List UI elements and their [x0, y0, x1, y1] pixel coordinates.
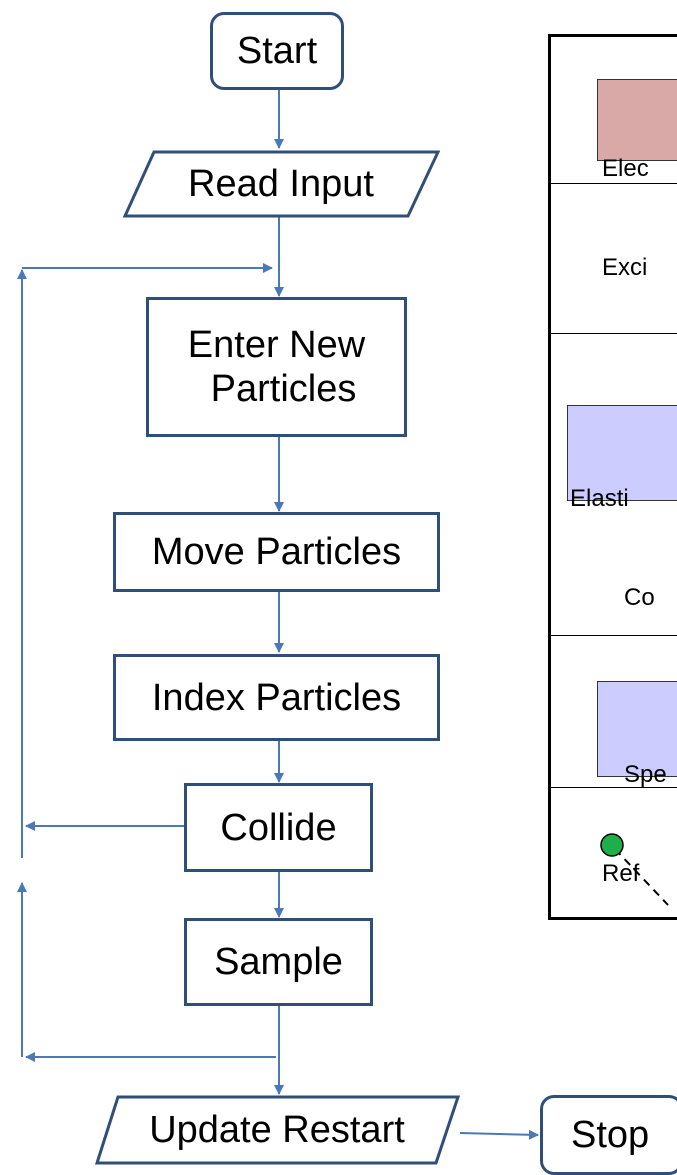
- particle-icon: [600, 833, 624, 857]
- stop-node[interactable]: Stop: [540, 1095, 677, 1175]
- electron-tag-line2: Exci: [602, 254, 648, 281]
- update-restart-node[interactable]: Update Restart: [94, 1095, 460, 1165]
- collide-node[interactable]: Collide: [184, 783, 373, 872]
- panel-divider: [551, 183, 677, 184]
- collide-label: Collide: [220, 806, 337, 849]
- panel-divider: [551, 333, 677, 334]
- electron-excitation-tag: Elec Exci: [597, 79, 677, 281]
- enter-new-particles-node[interactable]: Enter New Particles: [146, 297, 407, 437]
- read-input-node[interactable]: Read Input: [122, 150, 440, 218]
- particle-trajectory: [614, 848, 669, 906]
- move-particles-node[interactable]: Move Particles: [113, 512, 440, 592]
- enter-new-line2: Particles: [210, 368, 357, 410]
- elastic-tag-line2: Co: [624, 584, 655, 611]
- panel-divider: [551, 787, 677, 788]
- index-particles-node[interactable]: Index Particles: [113, 654, 440, 741]
- elastic-tag-line1: Elasti: [570, 485, 629, 512]
- sample-node[interactable]: Sample: [184, 918, 373, 1006]
- stop-label: Stop: [571, 1114, 650, 1156]
- sample-label: Sample: [214, 941, 343, 983]
- start-node[interactable]: Start: [210, 12, 344, 90]
- read-input-label: Read Input: [188, 162, 374, 205]
- move-particles-label: Move Particles: [151, 531, 402, 573]
- panel-divider: [551, 635, 677, 636]
- enter-new-line1: Enter New: [187, 324, 366, 366]
- specular-reflection-tag: Spe Ref: [597, 681, 677, 887]
- read-input-shape: [122, 150, 440, 218]
- update-restart-shape: [94, 1095, 460, 1165]
- arrow-update-to-stop: [459, 1129, 539, 1140]
- index-particles-label: Index Particles: [151, 676, 402, 719]
- start-label: Start: [236, 30, 318, 72]
- update-restart-label: Update Restart: [149, 1108, 405, 1151]
- particle-path: [600, 833, 669, 906]
- specular-tag-line1: Spe: [624, 761, 667, 788]
- particle-interaction-panel: Elec Exci Elasti Co Spe Ref: [548, 34, 677, 920]
- electron-tag-line1: Elec: [602, 155, 649, 182]
- elastic-collision-tag: Elasti Co: [567, 405, 677, 611]
- specular-tag-line2: Ref: [602, 860, 640, 887]
